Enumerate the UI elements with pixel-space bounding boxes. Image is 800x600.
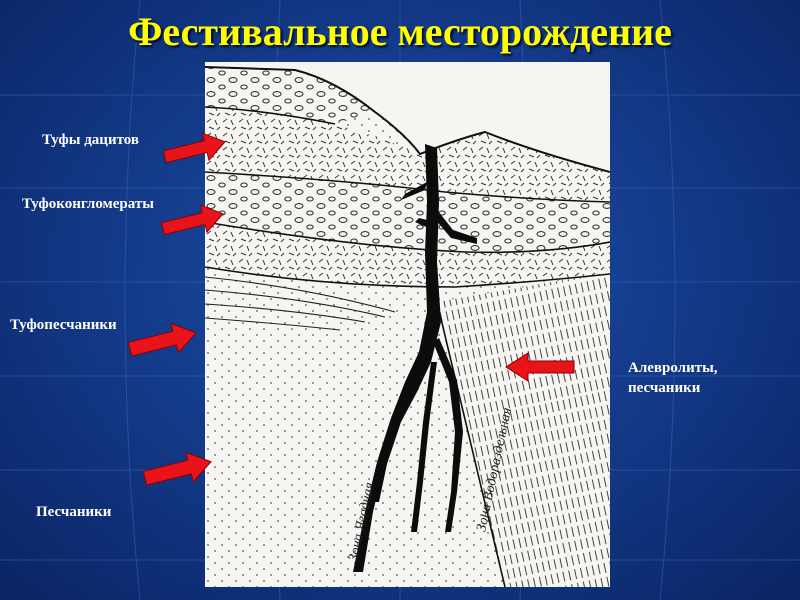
- arrow-tuff-sandstones-icon: [127, 322, 197, 357]
- label-dacite-tuffs: Туфы дацитов: [42, 132, 139, 148]
- label-sandstones: Песчаники: [36, 504, 112, 520]
- label-tuff-sandstones: Туфопесчаники: [10, 317, 117, 333]
- ore-vein-system: [353, 144, 477, 572]
- label-siltstones-sandstones: Алевролиты, песчаники: [628, 360, 718, 396]
- arrow-sandstones-icon: [142, 451, 212, 486]
- arrow-tuff-conglomerates-icon: [160, 204, 224, 236]
- surface-relief: [205, 62, 610, 172]
- geological-cross-section: Зона Ягодная Зона Водораздельная: [205, 62, 610, 587]
- label-tuff-conglomerates: Туфоконгломераты: [22, 196, 154, 212]
- arrow-siltstones-icon: [505, 352, 575, 382]
- arrow-dacite-tuffs-icon: [162, 132, 226, 164]
- slide-title: Фестивальное месторождение: [128, 9, 672, 54]
